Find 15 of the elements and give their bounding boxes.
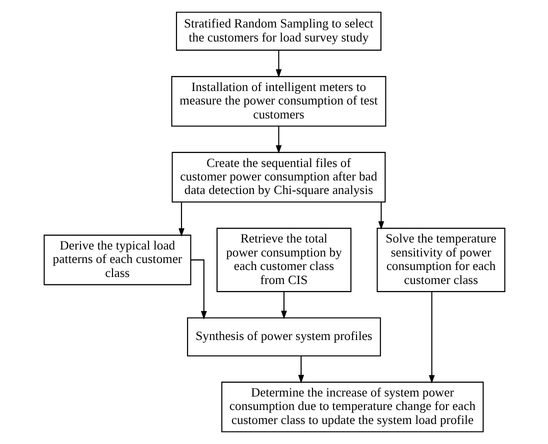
node-box: Determine the increase of system power consumption due to temperature change for each customer class to update the system load profile <box>220 382 484 432</box>
node-box: Solve the temperature sensitivity of power consumption for each customer class <box>376 228 505 292</box>
arrow <box>275 126 282 154</box>
node-box: Stratified Random Sampling to select the customers for load survey study <box>175 12 381 51</box>
arrow <box>378 202 384 230</box>
arrow <box>280 292 286 320</box>
arrow <box>428 292 434 384</box>
arrow <box>178 202 184 237</box>
arrow <box>298 356 304 384</box>
node-box: Installation of intelligent meters to measure the power consumption of test customers <box>170 76 386 127</box>
node-box: Retrieve the total power consumption by each customer class from CIS <box>216 228 351 292</box>
node-box: Synthesis of power system profiles <box>186 317 380 356</box>
node-box: Derive the typical load patterns of each customer class <box>43 234 191 286</box>
node-box: Create the sequential files of customer power consumption after bad data detection by Chi-square analysis <box>171 152 386 202</box>
arrow <box>275 50 282 78</box>
